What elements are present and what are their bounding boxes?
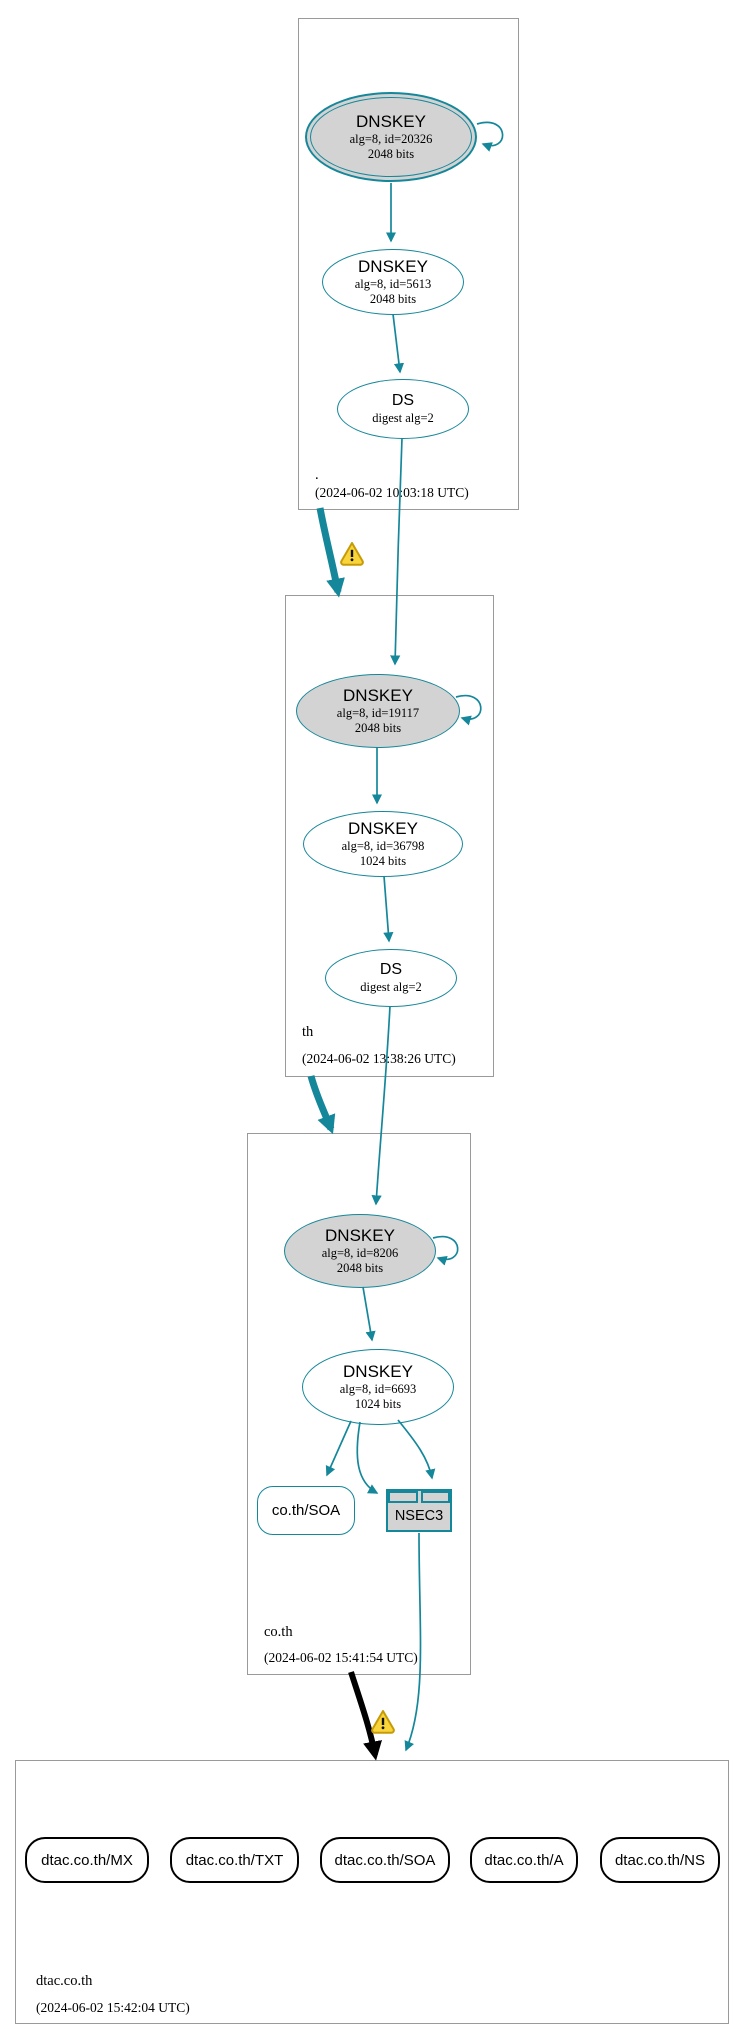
nsec3-node-co-th[interactable]: NSEC3 <box>386 1489 452 1532</box>
node-detail: 1024 bits <box>359 853 407 868</box>
nsec3-cell <box>388 1491 418 1503</box>
rrset-node-dtac-txt[interactable]: dtac.co.th/TXT <box>170 1837 299 1883</box>
node-title: DNSKEY <box>343 686 413 706</box>
node-detail: 2048 bits <box>354 720 402 735</box>
warning-icon <box>370 1709 396 1735</box>
zone-label-co-th: co.th <box>264 1624 293 1640</box>
node-detail: digest alg=2 <box>360 979 422 994</box>
node-detail: 2048 bits <box>369 291 417 306</box>
edge-co-th-to-dtac-delegation <box>348 1671 382 1761</box>
dnskey-node-root-zsk[interactable]: DNSKEY alg=8, id=5613 2048 bits <box>322 249 464 315</box>
node-detail: 1024 bits <box>354 1396 402 1411</box>
edge-th-to-co-th-delegation <box>307 1075 336 1135</box>
zone-timestamp-dtac-co-th: (2024-06-02 15:42:04 UTC) <box>36 2000 190 2015</box>
zone-label-root: . <box>315 467 319 483</box>
node-title: DS <box>379 961 403 979</box>
node-detail: 2048 bits <box>336 1260 384 1275</box>
dnskey-node-co-th-zsk[interactable]: DNSKEY alg=8, id=6693 1024 bits <box>302 1349 454 1425</box>
zone-timestamp-th: (2024-06-02 13:38:26 UTC) <box>302 1051 456 1066</box>
node-detail: alg=8, id=19117 <box>336 706 420 721</box>
dnskey-node-root-ksk-trust-anchor[interactable]: DNSKEY alg=8, id=20326 2048 bits <box>305 92 477 182</box>
rrset-node-dtac-a[interactable]: dtac.co.th/A <box>470 1837 578 1883</box>
node-title: DNSKEY <box>358 257 428 277</box>
edge-root-to-th-delegation <box>316 507 345 598</box>
node-title: DNSKEY <box>343 1362 413 1382</box>
node-detail: alg=8, id=5613 <box>354 277 432 292</box>
nsec3-cells <box>388 1491 450 1503</box>
rrset-label: dtac.co.th/SOA <box>334 1851 436 1869</box>
dnskey-node-th-ksk[interactable]: DNSKEY alg=8, id=19117 2048 bits <box>296 674 460 748</box>
rrset-label: dtac.co.th/MX <box>41 1851 133 1869</box>
zone-timestamp-root: (2024-06-02 10:03:18 UTC) <box>315 485 469 500</box>
ds-node-root[interactable]: DS digest alg=2 <box>337 379 469 439</box>
node-title: DS <box>391 392 415 410</box>
rrset-node-dtac-mx[interactable]: dtac.co.th/MX <box>25 1837 149 1883</box>
zone-box-dtac-co-th: dtac.co.th (2024-06-02 15:42:04 UTC) <box>15 1760 729 2024</box>
node-detail: 2048 bits <box>367 146 415 161</box>
ds-node-th[interactable]: DS digest alg=2 <box>325 949 457 1007</box>
node-title: DNSKEY <box>325 1226 395 1246</box>
zone-label-th: th <box>302 1024 314 1040</box>
rrset-node-dtac-ns[interactable]: dtac.co.th/NS <box>600 1837 720 1883</box>
node-title: DNSKEY <box>348 819 418 839</box>
rrset-label: dtac.co.th/A <box>484 1851 564 1869</box>
nsec3-cell <box>420 1491 450 1503</box>
rrset-label: dtac.co.th/TXT <box>185 1851 284 1869</box>
node-detail: alg=8, id=20326 <box>349 132 433 147</box>
node-detail: alg=8, id=6693 <box>339 1382 417 1397</box>
dnskey-node-th-zsk[interactable]: DNSKEY alg=8, id=36798 1024 bits <box>303 811 463 877</box>
dnskey-node-root-ksk-inner: DNSKEY alg=8, id=20326 2048 bits <box>310 97 472 177</box>
nsec3-label: NSEC3 <box>394 1508 444 1525</box>
dnskey-node-co-th-ksk[interactable]: DNSKEY alg=8, id=8206 2048 bits <box>284 1214 436 1288</box>
rrset-label: co.th/SOA <box>271 1502 341 1519</box>
node-detail: alg=8, id=36798 <box>341 839 425 854</box>
zone-timestamp-co-th: (2024-06-02 15:41:54 UTC) <box>264 1650 418 1665</box>
rrset-node-co-th-soa[interactable]: co.th/SOA <box>257 1486 355 1535</box>
rrset-label: dtac.co.th/NS <box>614 1851 706 1869</box>
node-detail: alg=8, id=8206 <box>321 1246 399 1261</box>
warning-icon <box>339 541 365 567</box>
zone-label-dtac-co-th: dtac.co.th <box>36 1973 93 1989</box>
rrset-node-dtac-soa[interactable]: dtac.co.th/SOA <box>320 1837 450 1883</box>
node-detail: digest alg=2 <box>372 410 434 425</box>
node-title: DNSKEY <box>356 112 426 132</box>
